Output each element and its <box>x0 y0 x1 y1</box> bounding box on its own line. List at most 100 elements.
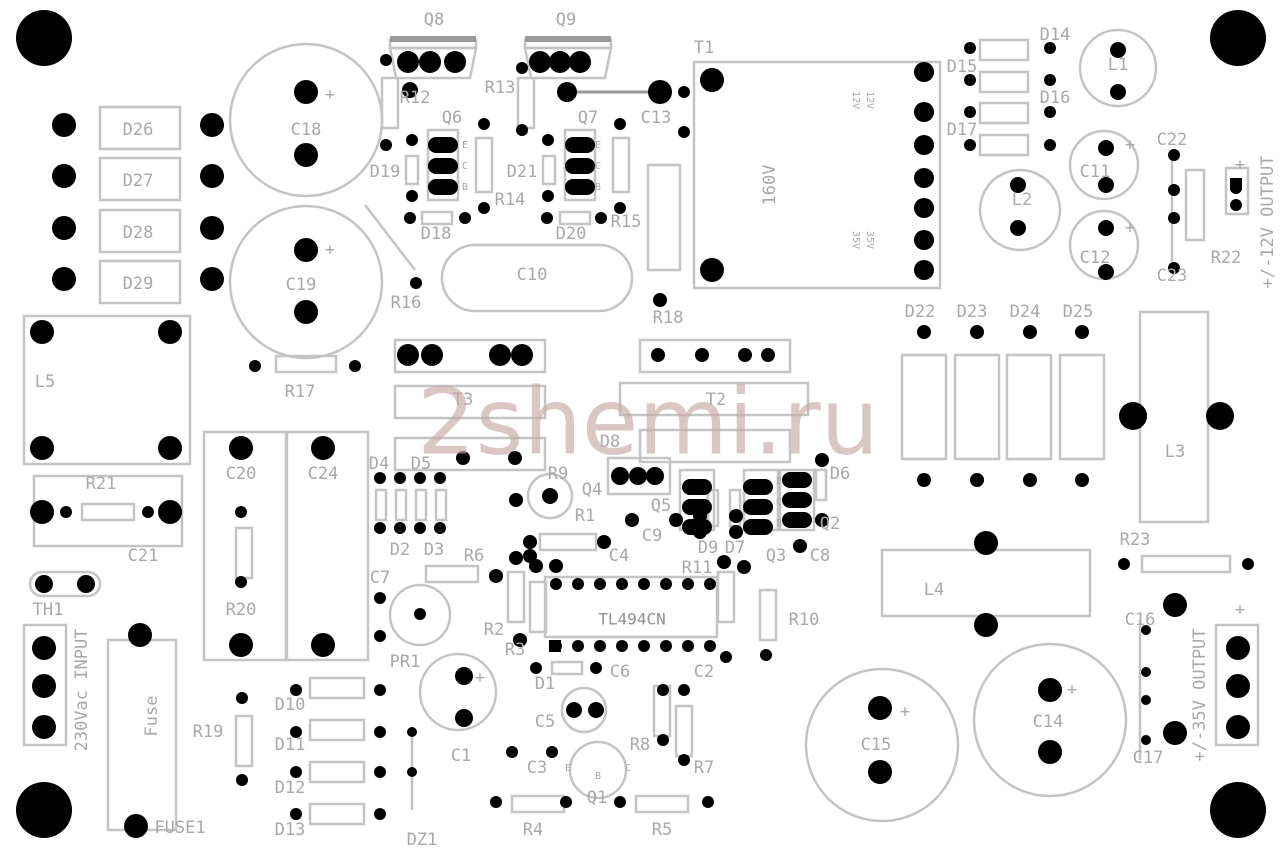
pad <box>1075 473 1089 487</box>
c14-outline <box>972 642 1128 798</box>
label-c12: C12 <box>1080 248 1111 268</box>
pad <box>678 684 690 696</box>
pad <box>419 51 441 73</box>
pad <box>290 726 302 738</box>
pad <box>542 488 558 504</box>
pad <box>434 472 446 484</box>
label-d19: D19 <box>370 162 401 182</box>
transistor-pad <box>428 137 458 153</box>
l3-body <box>1138 310 1210 524</box>
d6-body <box>814 468 828 502</box>
label-r5: R5 <box>652 820 672 840</box>
pad <box>653 293 667 307</box>
mount-hole <box>1210 782 1266 838</box>
d10-body <box>308 676 366 700</box>
label-l1: L1 <box>1108 55 1128 75</box>
solder-pads <box>16 10 1266 838</box>
pad <box>30 436 54 460</box>
pad <box>611 467 629 485</box>
pad <box>394 472 406 484</box>
l4-body <box>880 548 1092 618</box>
t2-lower <box>638 428 792 464</box>
label-r19: R19 <box>193 722 224 742</box>
pad <box>616 640 628 652</box>
d20-body <box>558 210 592 226</box>
pad <box>704 640 716 652</box>
pad <box>516 124 528 136</box>
label-d9: D9 <box>698 538 718 558</box>
pad <box>1226 674 1250 698</box>
c19-outline <box>228 204 384 360</box>
label-q4: Q4 <box>582 480 602 500</box>
pad <box>594 578 606 590</box>
pad <box>1242 558 1254 570</box>
d4-body <box>394 488 408 522</box>
l5-body <box>22 314 192 466</box>
label-l3: L3 <box>1165 442 1185 462</box>
r13-body <box>516 76 536 130</box>
pad <box>294 300 318 324</box>
transistor-pad <box>682 499 712 515</box>
pad <box>380 139 392 151</box>
pad <box>52 216 76 240</box>
d16-body <box>978 101 1030 125</box>
t2-body <box>618 381 810 417</box>
label-d14: D14 <box>1040 25 1071 45</box>
transistor-pad <box>565 179 595 195</box>
label-c13: C13 <box>641 108 672 128</box>
pad <box>657 734 669 746</box>
label-d10: D10 <box>275 695 306 715</box>
c11-plus: + <box>1125 135 1135 155</box>
pad <box>549 51 571 73</box>
winding-35v-label: 35V <box>850 231 861 249</box>
pad <box>406 190 418 202</box>
pad <box>1010 220 1026 236</box>
d5-body <box>414 488 428 522</box>
pad <box>737 560 751 574</box>
label-d21: D21 <box>507 162 538 182</box>
label-r10: R10 <box>789 610 820 630</box>
pad <box>651 348 665 362</box>
label-c7: C7 <box>370 568 390 588</box>
pad <box>1163 593 1187 617</box>
d21-body <box>541 154 557 186</box>
output-12v-connector <box>1224 166 1250 216</box>
transistor-pad <box>682 519 712 535</box>
pad <box>660 578 672 590</box>
label-r7: R7 <box>694 758 714 778</box>
pad <box>1168 149 1180 161</box>
pad <box>1119 402 1147 430</box>
r4-body <box>510 794 566 814</box>
r22-body <box>1184 168 1206 242</box>
pad <box>506 746 518 758</box>
pad <box>235 506 247 518</box>
pad <box>374 592 386 604</box>
pad <box>569 51 591 73</box>
pad <box>394 522 406 534</box>
fuse-text: Fuse <box>142 696 162 737</box>
q1-outline <box>568 740 628 800</box>
pad <box>595 212 607 224</box>
pad <box>542 190 554 202</box>
pad <box>410 277 422 289</box>
pad <box>546 746 558 758</box>
pad <box>128 623 152 647</box>
q7-body <box>563 128 597 202</box>
pad <box>572 640 584 652</box>
pad <box>761 348 775 362</box>
pad <box>566 702 582 718</box>
input-connector <box>22 623 68 747</box>
label-r13: R13 <box>485 78 516 98</box>
pad <box>200 113 224 137</box>
pad <box>52 267 76 291</box>
pad <box>60 506 72 518</box>
pr1-outline <box>388 583 452 647</box>
winding-12v-label: 12V <box>850 91 861 109</box>
transistor-pad <box>743 499 773 515</box>
pad <box>509 493 523 507</box>
c14-plus: + <box>1067 680 1077 700</box>
pad <box>406 134 418 146</box>
r18-body <box>646 163 682 272</box>
label-r18: R18 <box>653 308 684 328</box>
pad <box>560 796 572 808</box>
